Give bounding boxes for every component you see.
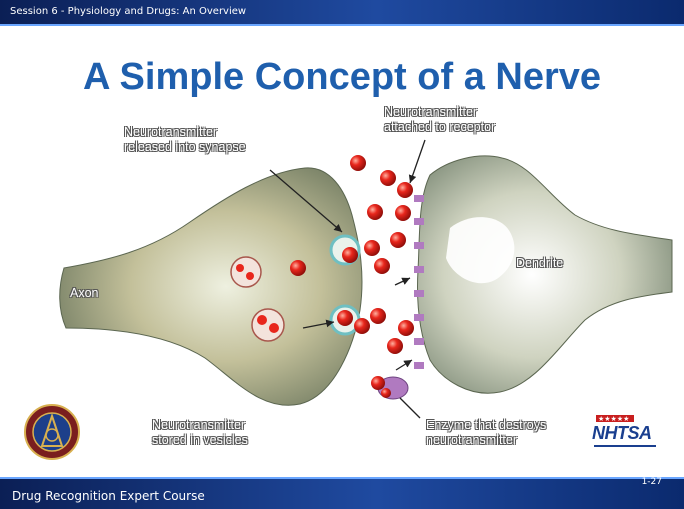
label-enzyme: Enzyme that destroys neurotransmitter (426, 418, 546, 448)
label-axon: Axon (70, 286, 99, 301)
axon-shape (60, 168, 362, 405)
course-title: Drug Recognition Expert Course (12, 489, 205, 503)
label-attached: Neurotransmitter attached to receptor (384, 105, 495, 135)
label-dendrite: Dendrite (516, 256, 563, 271)
nhtsa-logo: ★★★★★ NHTSA (590, 410, 662, 458)
label-released: Neurotransmitter released into synapse (124, 125, 246, 155)
police-seal-logo (24, 404, 80, 460)
label-stored: Neurotransmitter stored in vesicles (152, 418, 248, 448)
footer-bar: Drug Recognition Expert Course 1-27 (0, 477, 684, 509)
svg-text:★★★★★: ★★★★★ (598, 415, 629, 423)
slide-number: 1-27 (642, 477, 662, 487)
neurotransmitters (337, 155, 414, 354)
dendrite-shape (418, 156, 673, 393)
nhtsa-wordmark: NHTSA (592, 423, 652, 444)
